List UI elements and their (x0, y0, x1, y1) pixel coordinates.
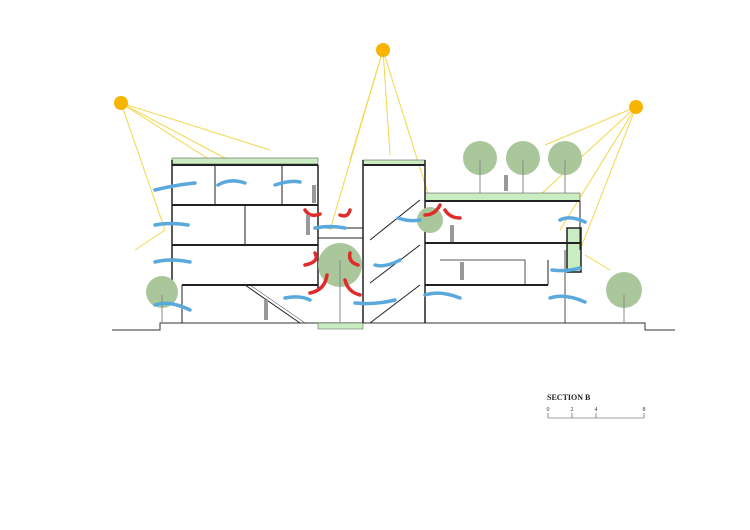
green-roof-left (171, 157, 319, 165)
air-arrow (283, 295, 312, 302)
building-structure (171, 160, 581, 324)
air-arrow (153, 258, 192, 264)
scale-tick-0: 0 (547, 407, 550, 413)
ground-line (112, 322, 675, 331)
scale-tick-2: 2 (571, 407, 574, 413)
air-arrow (343, 278, 362, 297)
air-arrow (548, 294, 587, 304)
tree-trunks (161, 160, 625, 323)
people-figures (264, 175, 508, 320)
sun-rays (120, 49, 637, 271)
air-arrow (308, 273, 329, 295)
air-arrow (303, 208, 322, 218)
air-arrow (353, 298, 397, 306)
air-arrow (313, 224, 347, 230)
air-arrow (423, 291, 462, 300)
green-planter-box (566, 227, 582, 273)
air-arrow (443, 208, 462, 220)
section-title: SECTION B (547, 393, 591, 402)
air-arrow (550, 266, 582, 273)
air-arrow (273, 179, 302, 187)
air-arrow (303, 251, 318, 267)
air-arrow (347, 251, 360, 267)
hot-air-arrows (303, 203, 462, 297)
scale-tick-8: 8 (643, 407, 646, 413)
air-arrow (153, 181, 197, 192)
ground-planter (317, 322, 364, 330)
trees (146, 141, 642, 308)
tree-roof-2 (506, 141, 540, 175)
tree-left-ground (146, 276, 178, 308)
air-arrow (153, 221, 190, 227)
sun-icon-left (114, 96, 128, 110)
air-arrow (338, 208, 352, 218)
scale-bar (547, 413, 645, 419)
tree-roof-3 (548, 141, 582, 175)
air-arrow (153, 301, 192, 312)
tree-courtyard (417, 207, 443, 233)
cool-air-arrows (153, 179, 587, 312)
air-arrow (396, 216, 422, 223)
sun-icon-center (376, 43, 390, 57)
air-arrow (216, 179, 247, 187)
tree-right-ground (606, 272, 642, 308)
scale-tick-4: 4 (595, 407, 598, 413)
air-arrow (423, 203, 442, 217)
green-roof-right (424, 192, 581, 202)
tree-roof-1 (463, 141, 497, 175)
air-arrow (373, 258, 402, 268)
sun-icon-right (629, 100, 643, 114)
air-arrow (558, 216, 587, 224)
